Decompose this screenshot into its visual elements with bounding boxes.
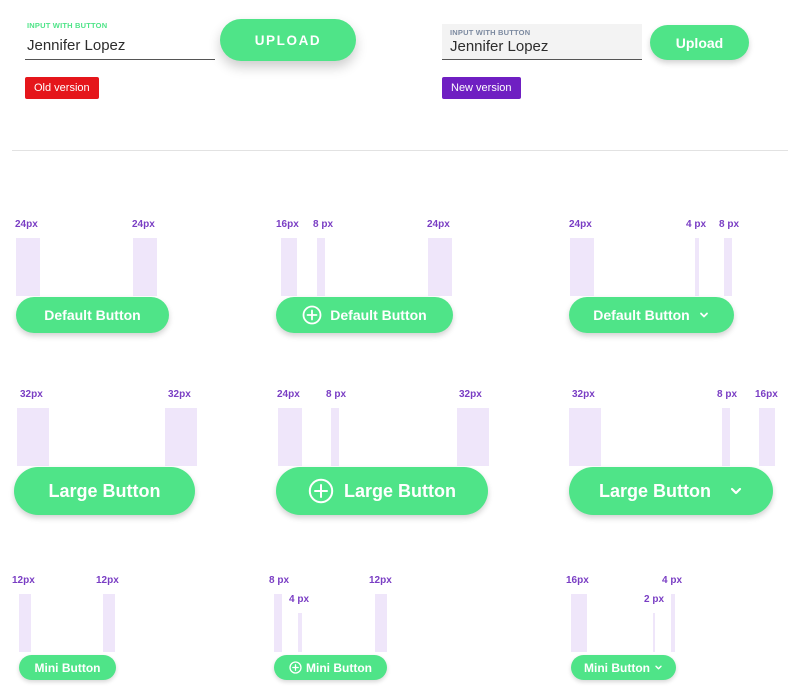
- plus-circle-icon: [289, 661, 302, 674]
- new-upload-button-label: Upload: [675, 34, 724, 51]
- spacing-label: 4 px: [289, 594, 310, 605]
- spacing-marker: [281, 238, 297, 296]
- mini-button-label: Mini Button: [584, 660, 650, 675]
- spacing-marker: [428, 238, 452, 296]
- default-button-label: Default Button: [330, 307, 427, 323]
- mini-button-label: Mini Button: [34, 660, 101, 675]
- new-version-tag: New version: [442, 77, 521, 99]
- plus-circle-icon: [308, 478, 334, 504]
- chevron-down-icon: [698, 309, 710, 321]
- old-input-label: INPUT WITH BUTTON: [27, 21, 108, 30]
- spacing-label: 32px: [20, 389, 43, 400]
- spacing-marker: [165, 408, 197, 466]
- new-name-input[interactable]: INPUT WITH BUTTON Jennifer Lopez: [442, 24, 642, 60]
- spacing-label: 32px: [459, 389, 482, 400]
- old-input-value: Jennifer Lopez: [27, 37, 126, 54]
- large-button-with-icon[interactable]: Large Button: [276, 467, 488, 515]
- default-button[interactable]: Default Button: [16, 297, 169, 333]
- old-upload-button-label: UPLOAD: [254, 32, 322, 48]
- large-dropdown-button[interactable]: Large Button: [569, 467, 773, 515]
- spacing-label: 8 px: [313, 219, 334, 230]
- spacing-marker: [274, 594, 282, 652]
- spacing-label: 32px: [168, 389, 191, 400]
- spacing-marker: [133, 238, 157, 296]
- spacing-label: 12px: [369, 575, 392, 586]
- large-button[interactable]: Large Button: [14, 467, 195, 515]
- spacing-label: 24px: [427, 219, 450, 230]
- spacing-label: 24px: [15, 219, 38, 230]
- mini-dropdown-button[interactable]: Mini Button: [571, 655, 676, 680]
- spacing-marker: [278, 408, 302, 466]
- spacing-marker: [570, 238, 594, 296]
- spacing-label: 24px: [277, 389, 300, 400]
- spacing-label: 12px: [96, 575, 119, 586]
- old-version-tag: Old version: [25, 77, 99, 99]
- spacing-marker: [317, 238, 325, 296]
- old-upload-button[interactable]: UPLOAD: [220, 19, 356, 61]
- spacing-marker: [695, 238, 699, 296]
- default-button-label: Default Button: [44, 307, 141, 323]
- spacing-marker: [331, 408, 339, 466]
- spacing-label: 24px: [132, 219, 155, 230]
- section-divider: [12, 150, 788, 151]
- new-input-value: Jennifer Lopez: [450, 38, 549, 55]
- spacing-label: 4 px: [686, 219, 707, 230]
- spacing-label: 16px: [276, 219, 299, 230]
- spacing-label: 8 px: [719, 219, 740, 230]
- old-name-input[interactable]: Jennifer Lopez: [25, 34, 215, 60]
- spacing-label: 16px: [566, 575, 589, 586]
- spacing-marker: [759, 408, 775, 466]
- spacing-marker: [571, 594, 587, 652]
- new-input-label: INPUT WITH BUTTON: [450, 28, 531, 37]
- spacing-label: 4 px: [662, 575, 683, 586]
- spacing-marker: [19, 594, 31, 652]
- spacing-marker: [722, 408, 730, 466]
- default-button-label: Default Button: [593, 307, 690, 323]
- spacing-marker: [375, 594, 387, 652]
- new-upload-button[interactable]: Upload: [650, 25, 749, 60]
- spacing-marker: [17, 408, 49, 466]
- spacing-label: 24px: [569, 219, 592, 230]
- spacing-marker: [16, 238, 40, 296]
- chevron-down-icon: [654, 663, 663, 672]
- spacing-marker: [653, 613, 655, 652]
- spacing-label: 2 px: [644, 594, 665, 605]
- mini-button-with-icon[interactable]: Mini Button: [274, 655, 387, 680]
- spacing-label: 8 px: [269, 575, 290, 586]
- chevron-down-icon: [729, 484, 743, 498]
- mini-button[interactable]: Mini Button: [19, 655, 116, 680]
- spacing-marker: [671, 594, 675, 652]
- spacing-label: 8 px: [717, 389, 738, 400]
- large-button-label: Large Button: [344, 480, 456, 501]
- spacing-marker: [103, 594, 115, 652]
- spacing-label: 16px: [755, 389, 778, 400]
- large-button-label: Large Button: [599, 480, 711, 501]
- spacing-marker: [569, 408, 601, 466]
- mini-button-label: Mini Button: [306, 660, 372, 675]
- plus-circle-icon: [302, 305, 322, 325]
- default-button-with-icon[interactable]: Default Button: [276, 297, 453, 333]
- spacing-label: 8 px: [326, 389, 347, 400]
- spacing-label: 12px: [12, 575, 35, 586]
- spacing-label: 32px: [572, 389, 595, 400]
- spacing-marker: [457, 408, 489, 466]
- large-button-label: Large Button: [48, 480, 161, 501]
- spacing-marker: [298, 613, 302, 652]
- spacing-marker: [724, 238, 732, 296]
- default-dropdown-button[interactable]: Default Button: [569, 297, 734, 333]
